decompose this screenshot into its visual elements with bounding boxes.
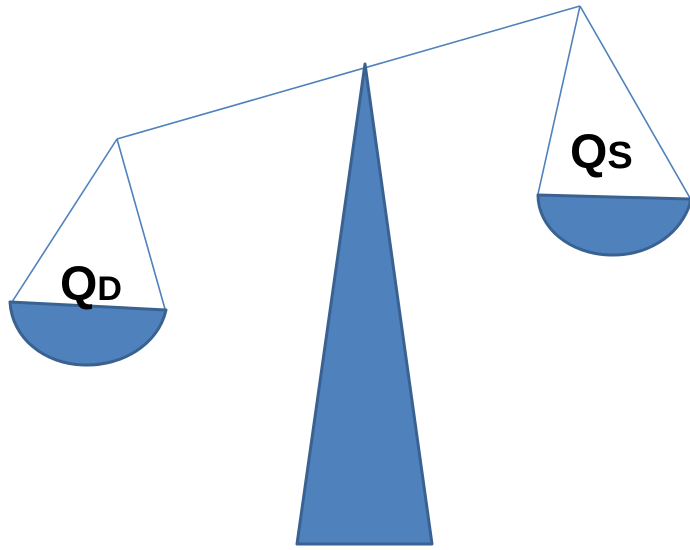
right-pan-label-sub: S — [607, 135, 632, 177]
right-pan — [538, 195, 690, 255]
left-pan — [10, 302, 166, 365]
fulcrum — [297, 64, 432, 544]
right-pan-label-main: Q — [570, 126, 607, 179]
left-pan-label-sub: D — [97, 270, 122, 308]
left-pan-label-main: Q — [60, 258, 97, 311]
left-pan-label: QD — [60, 258, 122, 311]
scale-beam — [117, 6, 580, 139]
right-pan-label: QS — [570, 126, 633, 179]
left-pan-string-right — [117, 139, 165, 309]
